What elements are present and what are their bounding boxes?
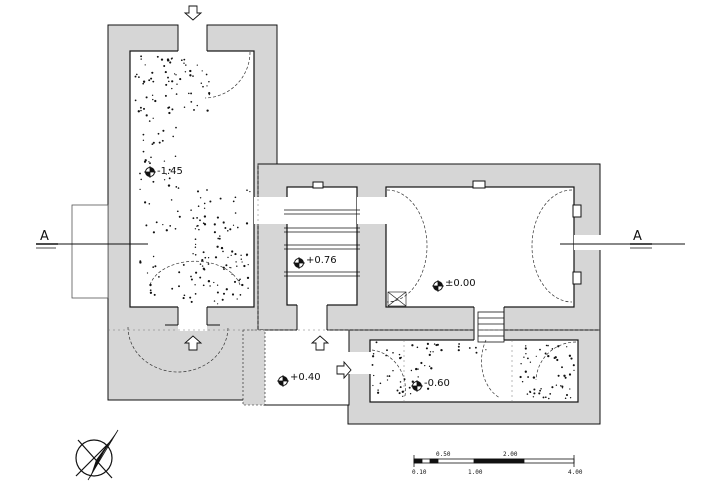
corridor-treads: [284, 209, 360, 277]
hatch-box: [387, 291, 407, 307]
corridor: [286, 186, 358, 306]
south-right-room: [369, 339, 579, 403]
wall-notches: [312, 180, 582, 285]
scale-label: 0.50: [436, 451, 451, 458]
level-label: ±0.00: [445, 278, 476, 289]
scale-label: 4.00: [568, 469, 583, 476]
section-label-left: A: [40, 229, 49, 244]
openings: [178, 38, 602, 374]
level-label: -1.45: [157, 166, 183, 177]
north-left-room: [129, 50, 255, 308]
debris-stipple: [134, 55, 575, 400]
scale-label: 2.00: [503, 451, 518, 458]
door-swings: [127, 51, 577, 399]
section-label-right: A: [633, 229, 642, 244]
external-step: [71, 204, 109, 299]
entry-hall: [242, 329, 350, 406]
level-label: +0.40: [290, 372, 321, 383]
level-label: -0.60: [424, 378, 450, 389]
rooms: [129, 50, 579, 403]
stair-icon: [477, 311, 505, 343]
construction-lines: [108, 164, 600, 402]
section-line: [36, 243, 685, 249]
opening-jambs: [165, 25, 505, 340]
north-arrow-icon: [75, 429, 119, 481]
level-label: +0.76: [306, 255, 337, 266]
main-right-room: [385, 186, 575, 308]
scale-label: 1.00: [468, 469, 483, 476]
scale-bar: [413, 455, 575, 467]
scale-label: 0.10: [412, 469, 427, 476]
entrance-arrow-icon: [183, 5, 352, 380]
